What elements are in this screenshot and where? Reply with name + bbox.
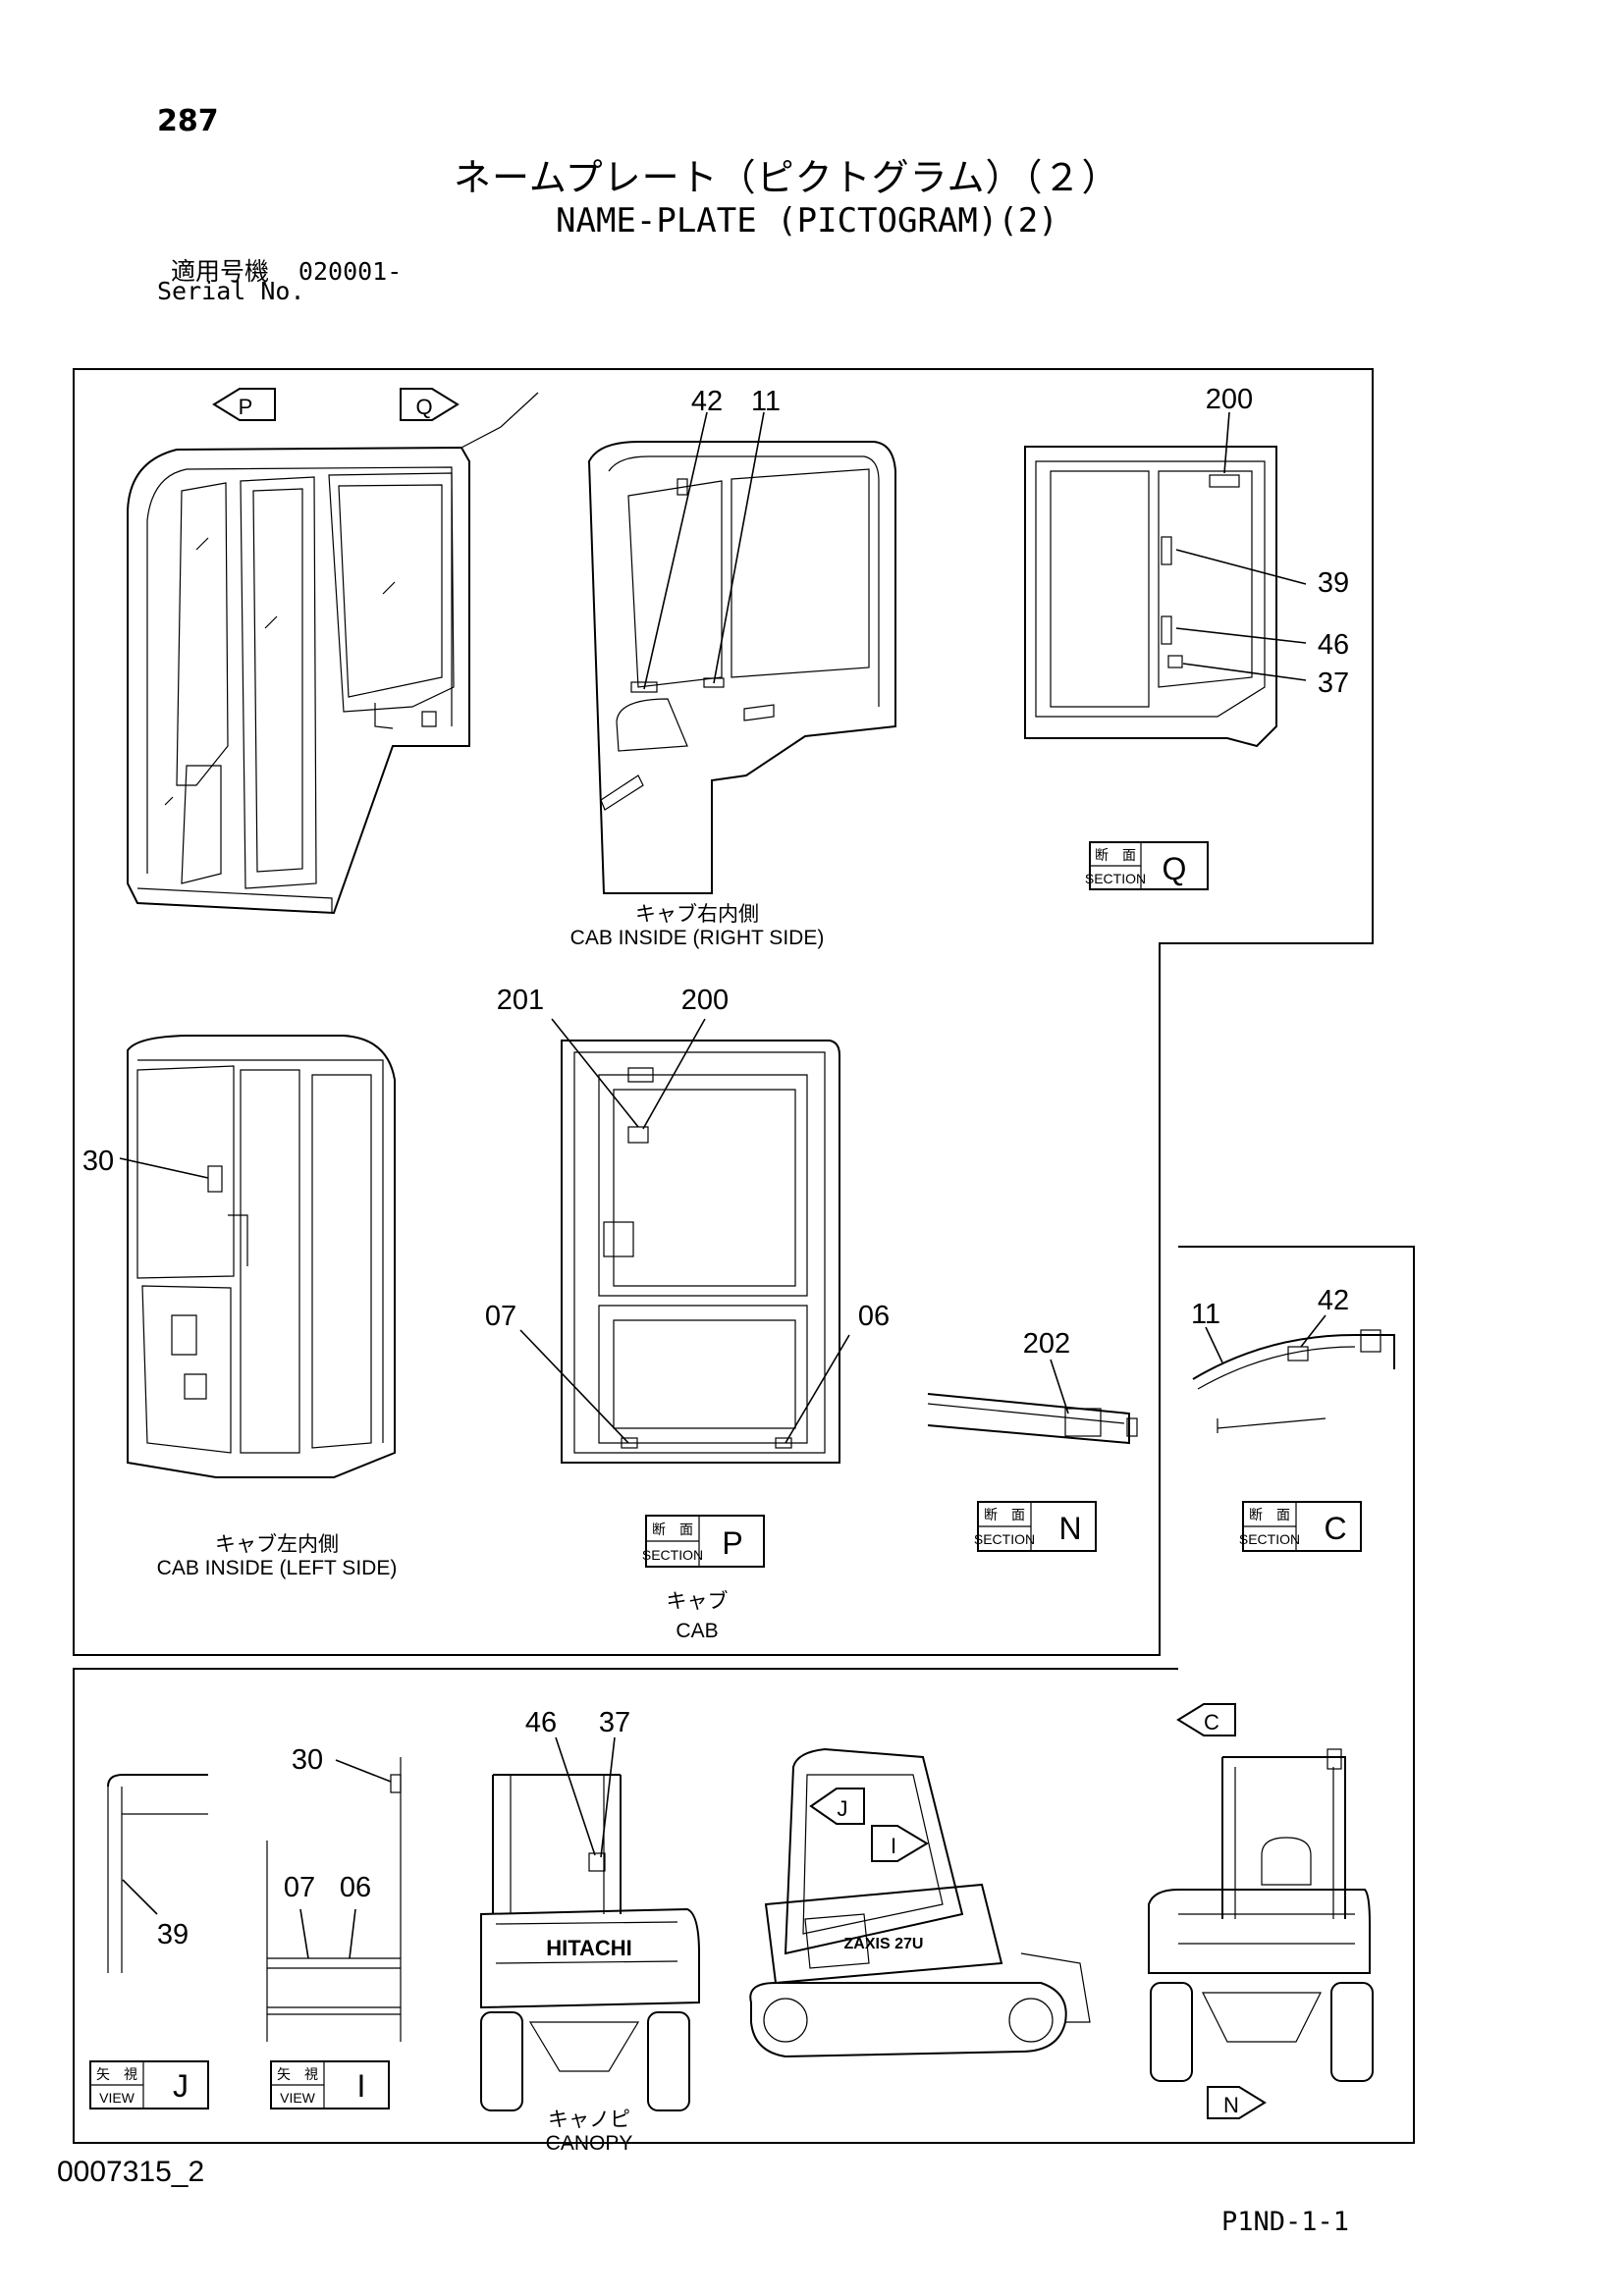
svg-text:C: C	[1204, 1710, 1219, 1735]
caption-cab-left-jp: キャブ左内側	[215, 1533, 339, 1556]
callout-46-right: 46	[1318, 629, 1349, 661]
svg-text:断 面: 断 面	[984, 1507, 1025, 1522]
callout-202: 202	[1023, 1328, 1070, 1360]
caption-cab-left-en: CAB INSIDE (LEFT SIDE)	[157, 1557, 398, 1579]
page-code: P1ND-1-1	[1221, 2207, 1350, 2237]
svg-text:VIEW: VIEW	[280, 2090, 316, 2106]
serial-applicability: 適用号機 020001-	[171, 252, 402, 288]
view-j-drawing	[107, 1774, 208, 1973]
callout-06-mid: 06	[858, 1301, 890, 1332]
callout-37-right: 37	[1318, 667, 1349, 699]
callout-46-bottom: 46	[525, 1707, 557, 1738]
view-arrow-n: N	[1207, 2086, 1267, 2119]
caption-canopy-jp: キャノピ	[548, 2109, 630, 2131]
canopy-front-drawing	[1148, 1748, 1374, 2082]
caption-cab-right-en: CAB INSIDE (RIGHT SIDE)	[570, 927, 825, 949]
caption-cab-jp: キャブ	[667, 1590, 729, 1613]
svg-text:I: I	[891, 1834, 896, 1858]
upper-frame	[73, 368, 1374, 1656]
serial-value: 020001-	[298, 257, 403, 286]
caption-cab-en: CAB	[676, 1620, 718, 1642]
cab-left-inside-drawing	[119, 1035, 396, 1478]
callout-201: 201	[497, 985, 544, 1016]
svg-text:矢 視: 矢 視	[96, 2066, 137, 2082]
view-arrow-i: I	[871, 1825, 929, 1862]
page-title-english: NAME-PLATE (PICTOGRAM)(2)	[556, 201, 1058, 240]
section-box-q: 断 面 SECTION Q	[1085, 841, 1209, 890]
callout-07-mid: 07	[485, 1301, 516, 1332]
section-n-drawing	[927, 1359, 1138, 1445]
view-box-i: 矢 視 VIEW I	[270, 2060, 390, 2109]
caption-cab-right-jp: キャブ右内側	[635, 903, 759, 926]
callout-39-right: 39	[1318, 567, 1349, 599]
callout-11-detail: 11	[1191, 1299, 1220, 1330]
brand-decal-rear: HITACHI	[546, 1936, 632, 1960]
view-arrow-c: C	[1176, 1703, 1236, 1736]
svg-text:C: C	[1324, 1511, 1346, 1546]
svg-text:SECTION: SECTION	[1239, 1531, 1300, 1547]
cab-exterior-drawing	[127, 392, 539, 915]
svg-text:矢 視: 矢 視	[277, 2066, 318, 2082]
svg-text:N: N	[1223, 2093, 1239, 2117]
section-box-c: 断 面 SECTION C	[1239, 1501, 1362, 1552]
callout-200-top: 200	[1206, 384, 1253, 415]
section-q-drawing	[1024, 411, 1307, 748]
section-box-n: 断 面 SECTION N	[974, 1501, 1097, 1552]
drawing-number: 0007315_2	[57, 2156, 205, 2188]
callout-42-detail: 42	[1318, 1285, 1349, 1316]
svg-text:Q: Q	[1163, 851, 1187, 886]
cab-right-inside-drawing	[587, 411, 896, 894]
svg-text:SECTION: SECTION	[642, 1547, 703, 1563]
callout-37-bottom: 37	[599, 1707, 630, 1738]
callout-200-mid: 200	[681, 985, 729, 1016]
view-box-j: 矢 視 VIEW J	[89, 2060, 209, 2109]
lower-frame	[73, 1668, 1414, 2144]
callout-39-bottom: 39	[157, 1919, 189, 1950]
page-number: 287	[157, 104, 219, 138]
callout-07-bottom: 07	[284, 1872, 315, 1903]
serial-label-japanese: 適用号機	[171, 257, 270, 286]
svg-text:J: J	[838, 1796, 848, 1821]
caption-canopy-en: CANOPY	[546, 2132, 633, 2155]
svg-text:断 面: 断 面	[652, 1522, 693, 1537]
section-c-drawing	[1192, 1314, 1395, 1433]
svg-text:N: N	[1058, 1511, 1081, 1546]
svg-text:Q: Q	[415, 395, 432, 419]
callout-42-top: 42	[691, 386, 723, 417]
svg-text:VIEW: VIEW	[99, 2090, 135, 2106]
callout-30-bottom: 30	[292, 1744, 323, 1776]
svg-text:SECTION: SECTION	[1085, 871, 1146, 886]
canopy-perspective-drawing: ZAXIS 27U	[749, 1747, 1091, 2058]
view-i-drawing	[266, 1757, 402, 2042]
callout-06-bottom: 06	[340, 1872, 371, 1903]
serial-label-english: Serial No.	[157, 277, 305, 305]
view-arrow-j: J	[809, 1788, 865, 1825]
model-decal: ZAXIS 27U	[844, 1936, 924, 1952]
svg-text:J: J	[173, 2068, 189, 2104]
section-box-p: 断 面 SECTION P	[642, 1515, 765, 1568]
svg-text:SECTION: SECTION	[974, 1531, 1035, 1547]
view-arrow-p: P	[212, 388, 276, 421]
svg-text:I: I	[357, 2068, 366, 2104]
canopy-rear-drawing: HITACHI	[480, 1736, 700, 2111]
view-arrow-q: Q	[400, 388, 460, 421]
callout-30-left: 30	[82, 1146, 114, 1177]
svg-text:断 面: 断 面	[1249, 1507, 1290, 1522]
section-p-drawing	[519, 1018, 850, 1464]
callout-11-top: 11	[751, 386, 781, 417]
svg-text:P: P	[722, 1525, 742, 1561]
svg-text:断 面: 断 面	[1095, 847, 1136, 863]
page-title-japanese: ネームプレート（ピクトグラム）（２）	[454, 156, 1120, 199]
svg-text:P: P	[239, 395, 253, 419]
